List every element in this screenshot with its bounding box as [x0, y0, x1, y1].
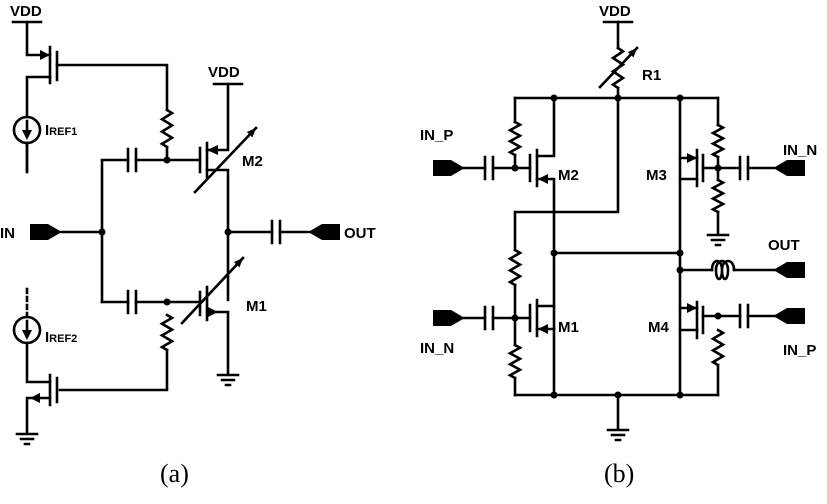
- junction-dot: [163, 298, 171, 306]
- wire: [513, 96, 620, 252]
- resistor-symbol: [507, 248, 523, 287]
- in-n-label-left: IN_N: [420, 340, 454, 357]
- junction-dot: [224, 228, 232, 236]
- vdd-label-a-top: VDD: [10, 3, 42, 20]
- vdd-label-b: VDD: [599, 3, 631, 20]
- m4-label-b: M4: [648, 319, 669, 336]
- m1-label-b: M1: [558, 319, 579, 336]
- ground-icon: [606, 428, 630, 442]
- arrowhead: [687, 303, 697, 313]
- junction-dot: [550, 94, 558, 102]
- junction-dot: [163, 156, 171, 164]
- variable-arrowhead: [246, 128, 256, 138]
- ground-icon: [216, 373, 240, 387]
- variable-arrow: [193, 126, 258, 194]
- variable-arrowhead: [627, 48, 637, 58]
- junction-dot: [676, 266, 684, 274]
- junction-dot: [714, 312, 722, 320]
- port-terminal: [775, 262, 805, 278]
- vdd-label-a-m2: VDD: [208, 64, 240, 81]
- junction-dot: [550, 391, 558, 399]
- port-terminal: [433, 160, 463, 176]
- junction-dot: [511, 314, 519, 322]
- arrowhead: [208, 307, 218, 317]
- ground-icon: [706, 233, 730, 247]
- wire: [55, 63, 169, 112]
- r1-label: R1: [642, 67, 661, 84]
- junction-dot: [550, 249, 558, 257]
- junction-dot: [614, 94, 622, 102]
- out-label-b: OUT: [768, 237, 800, 254]
- wire: [205, 82, 230, 152]
- wire: [25, 20, 52, 57]
- iref2-label: IREF2: [45, 329, 77, 346]
- variable-arrow: [180, 256, 245, 325]
- resistor-symbol: [710, 328, 726, 367]
- current-arrowhead: [22, 130, 32, 140]
- wire: [25, 75, 52, 119]
- arrowhead: [40, 50, 50, 60]
- resistor-symbol: [710, 123, 726, 159]
- port-terminal: [433, 310, 463, 326]
- junction-dot: [676, 94, 684, 102]
- wire: [25, 341, 52, 384]
- junction-dot: [676, 391, 684, 399]
- resistor-symbol: [159, 313, 175, 352]
- resistor-symbol: [507, 120, 523, 157]
- junction-dot: [676, 249, 684, 257]
- resistor-symbol: [159, 108, 175, 149]
- arrowhead: [538, 174, 548, 184]
- arrowhead: [207, 145, 218, 155]
- port-terminal: [30, 224, 60, 240]
- arrowhead: [30, 393, 40, 403]
- wire: [205, 310, 230, 375]
- caption-b: (b): [604, 459, 634, 488]
- in-label-a: IN: [0, 225, 15, 242]
- junction-dot: [98, 228, 106, 236]
- resistor-symbol: [710, 178, 726, 214]
- arrowhead: [538, 324, 548, 334]
- mosfet-m2-gate-channel: [198, 141, 209, 180]
- junction-dot: [714, 164, 722, 172]
- port-terminal: [775, 160, 805, 176]
- wire: [535, 96, 556, 158]
- mosfet-bias-gate-channel: [48, 373, 59, 407]
- wire: [58, 348, 169, 392]
- port-terminal: [775, 308, 805, 324]
- wire: [100, 158, 130, 304]
- in-n-label-right: IN_N: [783, 142, 817, 159]
- m2-label-a: M2: [242, 153, 263, 170]
- wire: [25, 396, 52, 434]
- m2-label-b: M2: [558, 167, 579, 184]
- m3-label-b: M3: [646, 167, 667, 184]
- port-terminal: [310, 224, 340, 240]
- iref1-label: IREF1: [45, 122, 77, 139]
- current-arrowhead: [22, 330, 32, 340]
- arrowhead: [687, 153, 697, 163]
- variable-arrowhead: [233, 258, 243, 268]
- junction-dot: [511, 164, 519, 172]
- in-p-label-left: IN_P: [420, 127, 453, 144]
- resistor-symbol: [507, 343, 523, 380]
- out-label-a: OUT: [344, 225, 376, 242]
- in-p-label-right: IN_P: [783, 342, 816, 359]
- junction-dot: [614, 391, 622, 399]
- m1-label-a: M1: [246, 298, 267, 315]
- inductor-symbol: [710, 259, 736, 281]
- caption-a: (a): [160, 459, 189, 488]
- wire: [205, 168, 230, 302]
- ground-icon: [15, 432, 39, 446]
